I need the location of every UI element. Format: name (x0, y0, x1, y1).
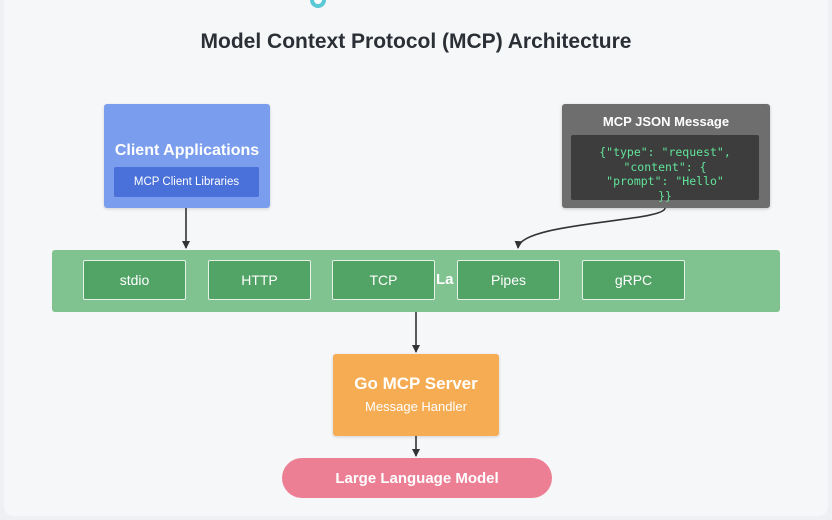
transport-http: HTTP (208, 260, 311, 300)
transport-tcp: TCP (332, 260, 435, 300)
mcp-json-message-box: MCP JSON Message {"type": "request", "co… (562, 104, 770, 208)
ring-icon (310, 0, 326, 8)
client-applications-box: Client Applications MCP Client Libraries (104, 104, 270, 208)
go-mcp-server-box: Go MCP Server Message Handler (333, 354, 499, 436)
go-mcp-server-title: Go MCP Server (354, 374, 478, 393)
json-line: "prompt": "Hello" (606, 174, 724, 188)
message-handler-label: Message Handler (365, 399, 467, 414)
transport-pipes: Pipes (457, 260, 560, 300)
json-line: "content": { (623, 159, 707, 174)
large-language-model-pill: Large Language Model (282, 458, 552, 498)
client-applications-title: Client Applications (114, 142, 260, 159)
json-line: }} (658, 188, 672, 203)
json-code-block: {"type": "request", "content": { "prompt… (571, 135, 759, 203)
mcp-json-message-title: MCP JSON Message (602, 114, 730, 129)
transport-layer: La stdio HTTP TCP Pipes gRPC (52, 250, 780, 312)
transport-grpc: gRPC (582, 260, 685, 300)
diagram-title: Model Context Protocol (MCP) Architectur… (200, 30, 632, 53)
json-line: {"type": "request", (599, 145, 731, 159)
mcp-client-libraries-box: MCP Client Libraries (114, 167, 259, 197)
transport-stdio: stdio (83, 260, 186, 300)
transport-layer-label: La (436, 271, 454, 288)
